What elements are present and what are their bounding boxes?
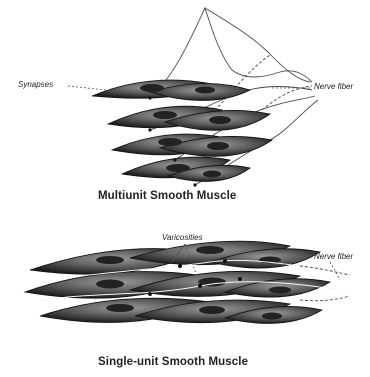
synapse-dot: [173, 158, 176, 161]
cell-nucleus: [153, 111, 177, 119]
synapse-dot: [193, 183, 196, 186]
cell-nucleus: [199, 306, 225, 314]
varicosity: [223, 259, 227, 263]
single-unit-caption: Single-unit Smooth Muscle: [98, 356, 248, 368]
cell-nucleus: [203, 171, 221, 178]
single-unit-cells: [25, 241, 330, 323]
cell-nucleus: [166, 164, 190, 172]
cell-nucleus: [195, 87, 215, 94]
varicosity: [198, 284, 202, 288]
single-unit-group: [25, 241, 350, 323]
cell-nucleus: [158, 138, 182, 146]
cell-nucleus: [96, 256, 124, 264]
synapse-dot: [148, 96, 151, 99]
nerve-fiber-label-top: Nerve fiber: [314, 82, 353, 91]
cell-nucleus: [196, 246, 224, 254]
synapse-dot: [148, 128, 151, 131]
multiunit-group: [68, 8, 318, 187]
cell-nucleus: [269, 287, 291, 294]
cell-nucleus: [106, 304, 134, 312]
varicosities-label: Varicosities: [162, 233, 203, 242]
cell-nucleus: [262, 313, 282, 320]
nerve-fiber-tail: [300, 266, 350, 275]
cell-nucleus: [140, 84, 164, 92]
varicosity: [238, 277, 242, 281]
multiunit-caption: Multiunit Smooth Muscle: [98, 190, 236, 202]
nerve-fiber-tail: [300, 296, 350, 301]
nerve-fiber-3: [232, 70, 312, 82]
nerve-fiber-label-bottom: Nerve fiber: [314, 252, 353, 261]
cell-nucleus: [207, 142, 229, 150]
cell-nucleus: [96, 280, 124, 289]
synapses-label: Synapses: [18, 80, 53, 89]
varicosity: [178, 264, 182, 268]
nerve-fiber-2: [205, 8, 310, 82]
cell-nucleus: [209, 116, 231, 124]
varicosity: [148, 292, 152, 296]
